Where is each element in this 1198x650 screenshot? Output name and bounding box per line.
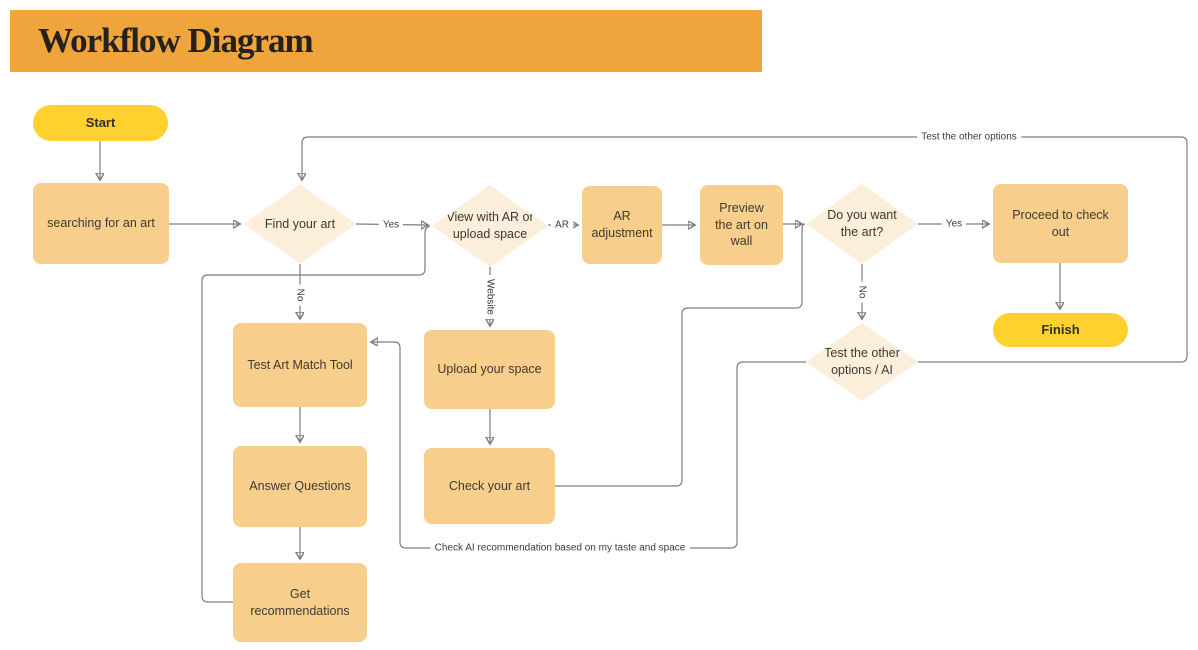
edge-getrec-view xyxy=(201,225,431,603)
node-finish: Finish xyxy=(993,313,1128,347)
node-start-label: Start xyxy=(85,115,116,131)
edge-label-no-find: No xyxy=(294,284,306,306)
edge-label-website: Website xyxy=(484,275,496,319)
node-test-art-match-tool: Test Art Match Tool xyxy=(233,323,367,407)
node-answer-questions: Answer Questions xyxy=(233,446,367,527)
node-test-other-options-ai-label: Test the other options / AI xyxy=(824,346,900,377)
edge-testother-find-loop xyxy=(302,136,1188,363)
node-view-with-ar-label: View with AR or upload space xyxy=(446,210,534,241)
node-preview-art-on-wall: Preview the art on wall xyxy=(700,185,783,265)
node-searching-for-art: searching for an art xyxy=(33,183,169,264)
page-title: Workflow Diagram xyxy=(38,21,314,60)
node-ar-adjustment-label: AR adjustment xyxy=(591,209,653,240)
node-proceed-to-checkout: Proceed to check out xyxy=(993,184,1128,263)
node-searching-for-art-label: searching for an art xyxy=(47,216,155,231)
diagram-header-banner: Workflow Diagram xyxy=(10,10,762,72)
node-answer-questions-label: Answer Questions xyxy=(249,479,351,494)
edge-label-ar: AR xyxy=(551,219,573,231)
edge-label-yes-find: Yes xyxy=(378,219,404,231)
node-test-art-match-tool-label: Test Art Match Tool xyxy=(247,357,353,372)
node-proceed-to-checkout-label: Proceed to check out xyxy=(1012,207,1109,239)
node-do-you-want-art-label: Do you want the art? xyxy=(827,208,897,239)
edge-label-no-want: No xyxy=(856,281,868,303)
node-preview-art-on-wall-label: Preview the art on wall xyxy=(715,200,768,249)
node-get-recommendations: Get recommendations xyxy=(233,563,367,642)
node-check-your-art-label: Check your art xyxy=(448,478,531,493)
node-start: Start xyxy=(33,105,168,141)
edge-label-check-ai-recommendation: Check AI recommendation based on my tast… xyxy=(430,542,690,554)
node-check-your-art: Check your art xyxy=(424,448,555,524)
node-finish-label: Finish xyxy=(1041,322,1080,338)
edge-checkart-want xyxy=(555,223,806,487)
edge-label-yes-want: Yes xyxy=(941,218,967,230)
node-find-your-art-label: Find your art xyxy=(264,216,336,231)
node-ar-adjustment: AR adjustment xyxy=(582,186,662,264)
node-get-recommendations-label: Get recommendations xyxy=(250,586,350,618)
edge-label-test-other-options: Test the other options xyxy=(917,131,1021,143)
node-upload-your-space-label: Upload your space xyxy=(437,362,542,377)
node-upload-your-space: Upload your space xyxy=(424,330,555,409)
